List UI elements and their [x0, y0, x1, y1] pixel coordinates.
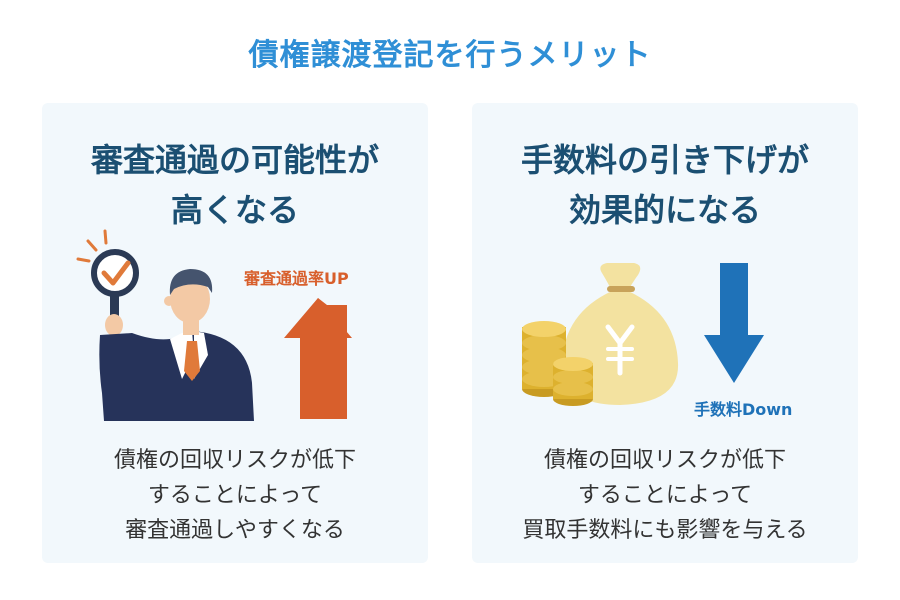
card-description-line: 審査通過しやすくなる	[125, 518, 345, 543]
card-description: 債権の回収リスクが低下 することによって 審査通過しやすくなる	[42, 443, 428, 548]
screening-rate-up-label: 審査通過率UP	[244, 269, 349, 288]
card-description-line: 買取手数料にも影響を与える	[522, 518, 808, 543]
card-heading-line: 効果的になる	[568, 191, 761, 229]
yen-sign-icon	[605, 324, 635, 376]
card-heading: 審査通過の可能性が 高くなる	[42, 135, 428, 235]
card-description-line: 債権の回収リスクが低下	[113, 448, 356, 473]
card-description: 債権の回収リスクが低下 することによって 買取手数料にも影響を与える	[472, 443, 858, 548]
down-arrow-icon	[704, 263, 764, 383]
card-heading: 手数料の引き下げが 効果的になる	[472, 135, 858, 235]
card-heading-line: 手数料の引き下げが	[520, 141, 809, 179]
card-description-line: することによって	[577, 483, 753, 508]
card-description-line: 債権の回収リスクが低下	[543, 448, 786, 473]
card-heading-line: 高くなる	[170, 191, 299, 229]
money-bag-icon	[522, 263, 679, 406]
card-heading-line: 審査通過の可能性が	[90, 141, 379, 179]
page-title: 債権譲渡登記を行うメリット	[248, 38, 652, 73]
up-arrow-icon	[284, 298, 352, 419]
merit-card-screening: 審査通過の可能性が 高くなる 審査通過率UP 債権の回収リスクが低下 するこ	[42, 103, 428, 563]
card-description-line: することによって	[147, 483, 323, 508]
merit-card-fee: 手数料の引き下げが 効果的になる	[472, 103, 858, 563]
businessman-illustration	[76, 229, 254, 421]
fee-down-label: 手数料Down	[694, 400, 793, 419]
coin-stack-icon	[522, 321, 593, 406]
